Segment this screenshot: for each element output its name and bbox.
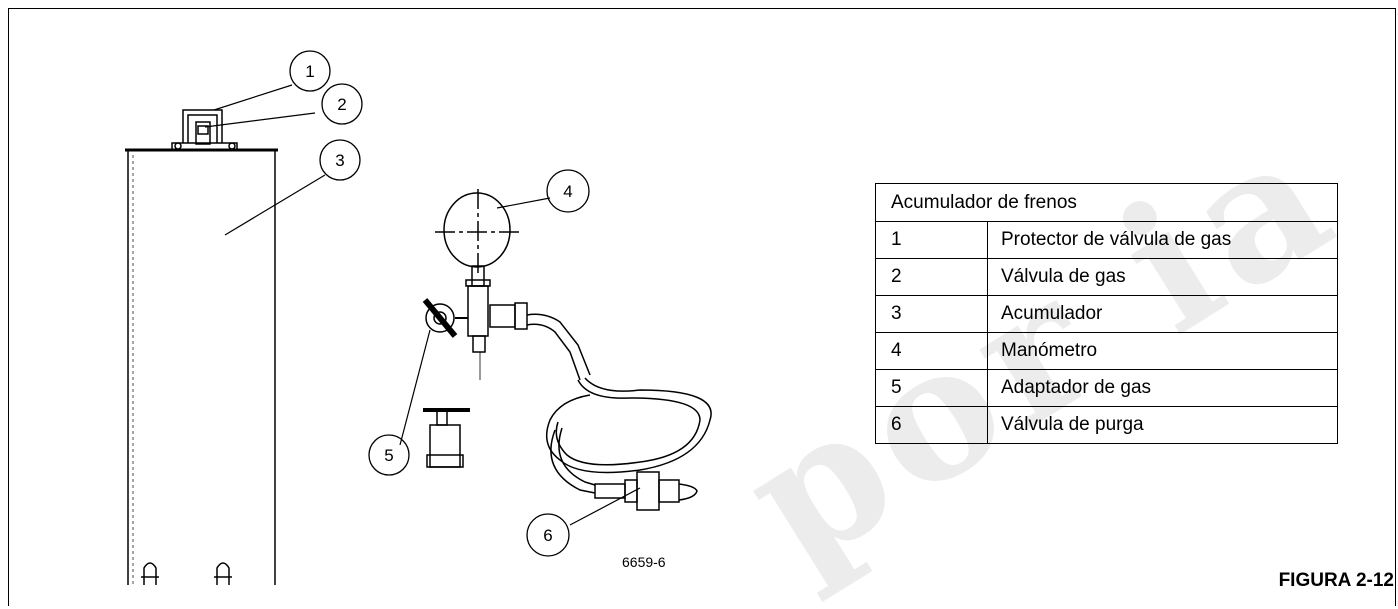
callout-3: 3 (335, 151, 344, 170)
legend-desc: Adaptador de gas (987, 369, 1338, 407)
callout-2: 2 (337, 95, 346, 114)
legend-num: 1 (875, 221, 988, 259)
legend-num: 3 (875, 295, 988, 333)
callout-leaders (204, 84, 641, 526)
callout-5: 5 (384, 446, 393, 465)
accumulator-cylinder (125, 109, 278, 585)
legend-desc: Acumulador (987, 295, 1338, 333)
callout-1: 1 (305, 62, 314, 81)
drawing-code: 6659-6 (622, 554, 666, 570)
figure-label: FIGURA 2-12 (1278, 570, 1394, 591)
callout-4: 4 (563, 182, 572, 201)
legend-desc: Válvula de purga (987, 406, 1338, 444)
legend-title: Acumulador de frenos (875, 183, 1338, 222)
legend-num: 2 (875, 258, 988, 296)
legend-num: 6 (875, 406, 988, 444)
pressure-gauge (422, 189, 712, 511)
figure-frame (8, 8, 1396, 606)
legend-num: 5 (875, 369, 988, 407)
legend-desc: Válvula de gas (987, 258, 1338, 296)
legend-num: 4 (875, 332, 988, 370)
legend-desc: Protector de válvula de gas (987, 221, 1338, 259)
callout-circles (289, 50, 590, 557)
legend-desc: Manómetro (987, 332, 1338, 370)
callout-6: 6 (543, 526, 552, 545)
